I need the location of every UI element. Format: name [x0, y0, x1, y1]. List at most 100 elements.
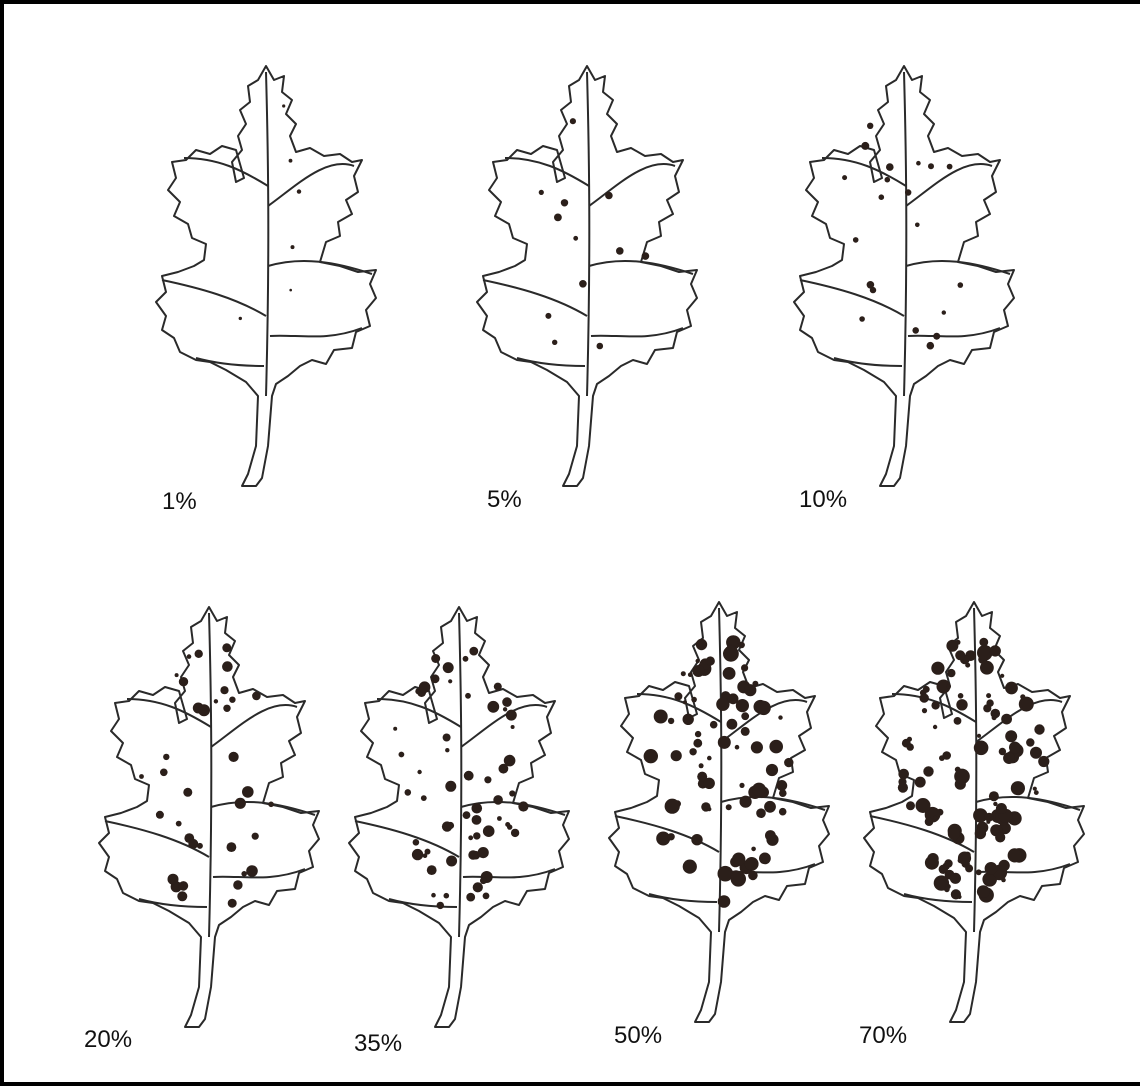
disease-spot — [922, 708, 927, 713]
disease-spot — [842, 175, 847, 180]
disease-spot — [289, 289, 292, 292]
leaves-layer — [99, 66, 1084, 1027]
disease-spot — [605, 192, 613, 200]
disease-spot — [1019, 697, 1034, 712]
disease-spot — [419, 681, 431, 693]
disease-spot — [727, 719, 738, 730]
disease-spot — [297, 189, 301, 193]
disease-spot — [511, 829, 519, 837]
disease-spot — [1003, 752, 1015, 764]
leaf-10-percent — [794, 66, 1014, 486]
disease-spot — [195, 650, 203, 658]
disease-spot — [282, 104, 285, 107]
disease-spot — [693, 739, 702, 748]
disease-spot — [706, 656, 715, 665]
disease-spot — [741, 727, 750, 736]
disease-spot — [776, 780, 787, 791]
disease-spot — [886, 163, 894, 171]
disease-spot — [483, 825, 495, 837]
disease-spot — [853, 237, 859, 243]
disease-spot — [198, 704, 210, 716]
disease-spot — [233, 880, 242, 889]
disease-spot — [699, 763, 704, 768]
disease-spot — [723, 667, 736, 680]
disease-spot — [701, 802, 710, 811]
disease-spot — [958, 282, 964, 288]
disease-spot — [412, 849, 423, 860]
disease-spot — [235, 798, 246, 809]
disease-spot — [704, 778, 715, 789]
disease-spot — [977, 734, 981, 738]
disease-spot — [179, 881, 189, 891]
disease-spot — [1001, 714, 1012, 725]
disease-spot — [573, 236, 578, 241]
disease-spot — [179, 677, 188, 686]
disease-spot — [928, 163, 934, 169]
disease-spot — [539, 190, 544, 195]
disease-spot — [764, 801, 776, 813]
disease-spot — [494, 683, 502, 691]
disease-spot — [859, 316, 865, 322]
disease-spot — [947, 669, 955, 677]
disease-spot — [974, 741, 989, 756]
disease-spot — [183, 788, 192, 797]
leaf-outline — [156, 66, 376, 486]
disease-spot — [227, 842, 237, 852]
disease-spot — [139, 774, 144, 779]
leaf-35-percent — [349, 607, 569, 1027]
disease-spot — [691, 834, 702, 845]
disease-spot — [423, 853, 428, 858]
disease-spot — [752, 783, 766, 797]
disease-spot — [463, 656, 469, 662]
disease-spot — [503, 707, 507, 711]
disease-spot — [861, 142, 869, 150]
disease-spot — [933, 662, 944, 673]
disease-spot — [739, 642, 745, 648]
severity-label-5: 5% — [487, 488, 522, 512]
disease-spot — [242, 786, 254, 798]
disease-spot — [689, 748, 696, 755]
disease-spot — [644, 749, 658, 763]
disease-spot — [947, 164, 953, 170]
disease-spot — [493, 795, 503, 805]
disease-spot — [915, 777, 926, 788]
disease-spot — [484, 776, 491, 783]
disease-spot — [696, 639, 707, 650]
disease-spot — [469, 647, 478, 656]
disease-spot — [188, 839, 198, 849]
disease-spot — [954, 769, 970, 785]
disease-spot — [925, 817, 934, 826]
disease-spot — [1034, 790, 1039, 795]
disease-spot — [1005, 730, 1017, 742]
disease-spot — [214, 699, 218, 703]
disease-spot — [443, 662, 454, 673]
disease-spot — [905, 189, 911, 195]
disease-spot — [413, 839, 420, 846]
disease-spot — [739, 783, 744, 788]
disease-spot — [907, 743, 914, 750]
disease-spot — [437, 902, 444, 909]
disease-spot — [1026, 738, 1034, 746]
disease-spot — [246, 865, 258, 877]
disease-spot — [597, 343, 604, 350]
disease-spot — [748, 871, 758, 881]
leaf-outline — [99, 607, 319, 1027]
disease-spot — [867, 281, 875, 289]
disease-spot — [692, 665, 704, 677]
disease-spot — [399, 752, 405, 758]
disease-spot — [923, 686, 930, 693]
disease-spot — [933, 333, 940, 340]
disease-spot — [950, 873, 961, 884]
disease-spot — [393, 727, 397, 731]
disease-spot — [1033, 787, 1037, 791]
disease-spot — [946, 684, 951, 689]
disease-spot — [268, 802, 274, 808]
disease-spot — [468, 850, 478, 860]
disease-spot — [723, 646, 739, 662]
disease-spot — [740, 796, 752, 808]
disease-spot — [751, 741, 763, 753]
disease-spot — [979, 638, 988, 647]
disease-spot — [718, 895, 731, 908]
disease-spot — [784, 758, 793, 767]
